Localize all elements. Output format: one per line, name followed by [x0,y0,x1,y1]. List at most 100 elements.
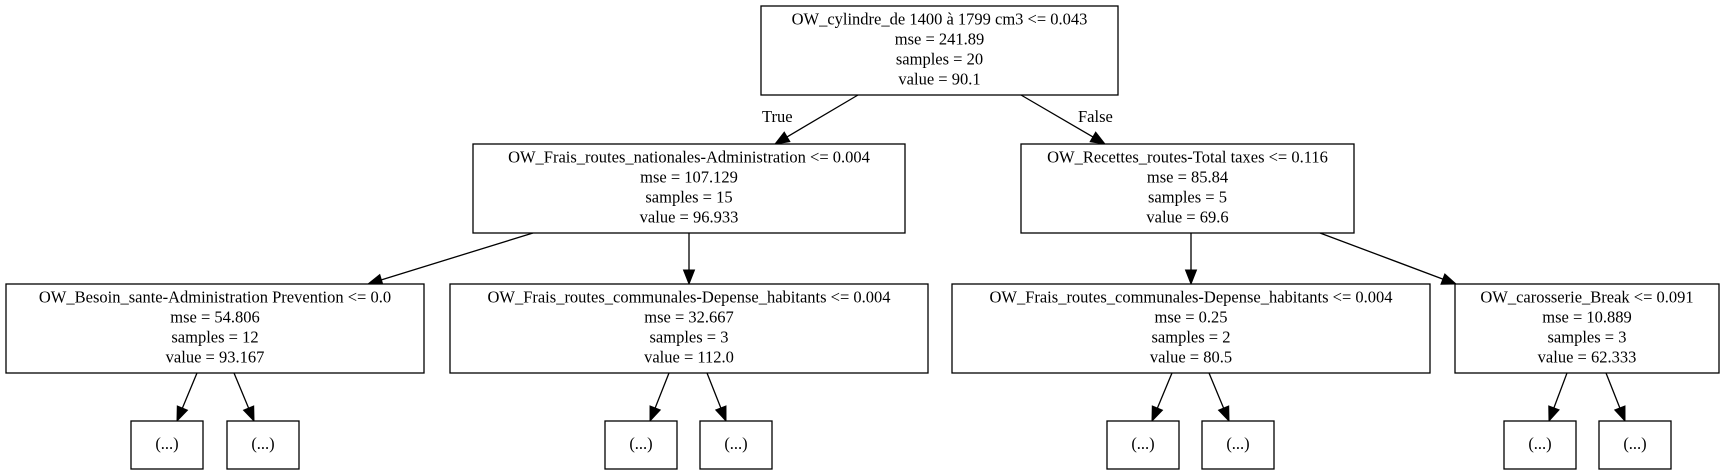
node-split-rule: OW_Besoin_sante-Administration Preventio… [39,287,391,306]
node-split-rule: OW_Frais_routes_communales-Depense_habit… [989,287,1392,306]
arrowhead-icon [1151,405,1164,423]
node-ellipsis: (...) [1131,434,1154,453]
arrowhead-icon [1613,405,1626,423]
arrowhead-icon [1184,269,1198,286]
tree-node: OW_Frais_routes_nationales-Administratio… [472,143,906,234]
node-ellipsis: (...) [724,434,747,453]
node-box [1454,283,1720,374]
node-box [226,420,300,470]
tree-edge: False [1020,94,1113,145]
edge-line [1020,94,1094,138]
node-split-rule: OW_Frais_routes_communales-Depense_habit… [487,287,890,306]
edge-line [706,372,722,409]
arrowhead-icon [1217,405,1230,423]
nodes-layer: OW_cylindre_de 1400 à 1799 cm3 <= 0.043m… [5,5,1720,470]
node-value: value = 62.333 [1538,347,1637,366]
node-box [951,283,1431,374]
node-box [1020,143,1355,234]
node-box [472,143,906,234]
edge-line [654,372,670,409]
node-value: value = 93.167 [166,347,265,366]
node-ellipsis: (...) [629,434,652,453]
node-ellipsis: (...) [1226,434,1249,453]
tree-edge [176,372,198,423]
tree-edge [706,372,727,423]
node-mse: mse = 54.806 [170,307,260,326]
tree-edge [649,372,670,423]
tree-edge [233,372,255,423]
node-mse: mse = 85.84 [1147,167,1228,186]
node-mse: mse = 0.25 [1154,307,1227,326]
node-box [449,283,929,374]
arrowhead-icon [242,405,255,423]
node-split-rule: OW_Recettes_routes-Total taxes <= 0.116 [1047,147,1328,166]
node-box [5,283,425,374]
tree-edge [1548,372,1568,423]
node-box [1503,420,1577,470]
node-mse: mse = 107.129 [640,167,738,186]
node-ellipsis: (...) [1623,434,1646,453]
edge-line [786,94,859,138]
node-samples: samples = 20 [896,49,983,68]
node-ellipsis: (...) [1528,434,1551,453]
edge-line [181,372,198,409]
node-box [1598,420,1672,470]
node-split-rule: OW_cylindre_de 1400 à 1799 cm3 <= 0.043 [792,9,1088,28]
tree-node: OW_cylindre_de 1400 à 1799 cm3 <= 0.043m… [760,5,1119,96]
arrowhead-icon [773,131,791,145]
tree-edge [682,233,696,286]
tree-edge [366,232,534,286]
node-value: value = 69.6 [1146,207,1228,226]
node-mse: mse = 241.89 [895,29,985,48]
truncated-node: (...) [1201,420,1275,470]
edge-line [381,232,534,281]
node-ellipsis: (...) [251,434,274,453]
tree-node: OW_Recettes_routes-Total taxes <= 0.116m… [1020,143,1355,234]
tree-edge [1151,372,1173,423]
node-samples: samples = 15 [645,187,732,206]
node-samples: samples = 2 [1152,327,1231,346]
node-ellipsis: (...) [155,434,178,453]
node-split-rule: OW_carosserie_Break <= 0.091 [1480,287,1693,306]
node-value: value = 112.0 [644,347,734,366]
node-box [760,5,1119,96]
truncated-node: (...) [1106,420,1180,470]
edge-line [1208,372,1225,409]
tree-node: OW_Frais_routes_communales-Depense_habit… [449,283,929,374]
edge-line [1605,372,1621,409]
tree-edge [1184,233,1198,286]
node-box [699,420,773,470]
node-mse: mse = 10.889 [1542,307,1632,326]
arrowhead-icon [1089,131,1107,145]
node-samples: samples = 5 [1148,187,1227,206]
truncated-node: (...) [130,420,204,470]
arrowhead-icon [682,269,696,286]
node-box [1106,420,1180,470]
arrowhead-icon [176,405,189,423]
edge-line [1319,232,1444,280]
node-samples: samples = 12 [171,327,258,346]
truncated-node: (...) [1598,420,1672,470]
arrowhead-icon [1440,273,1458,285]
edge-line [1553,372,1568,409]
edge-line [233,372,250,409]
tree-edge [1605,372,1626,423]
edge-line [1156,372,1173,409]
tree-node: OW_Besoin_sante-Administration Preventio… [5,283,425,374]
tree-edge: True [762,94,859,145]
node-value: value = 90.1 [898,69,980,88]
arrowhead-icon [714,405,727,423]
node-box [1201,420,1275,470]
node-box [604,420,678,470]
node-box [130,420,204,470]
truncated-node: (...) [226,420,300,470]
truncated-node: (...) [604,420,678,470]
arrowhead-icon [1548,405,1560,423]
node-value: value = 96.933 [640,207,739,226]
node-value: value = 80.5 [1150,347,1232,366]
edge-label: False [1078,107,1113,126]
arrowhead-icon [649,405,662,423]
tree-node: OW_Frais_routes_communales-Depense_habit… [951,283,1431,374]
node-samples: samples = 3 [650,327,729,346]
